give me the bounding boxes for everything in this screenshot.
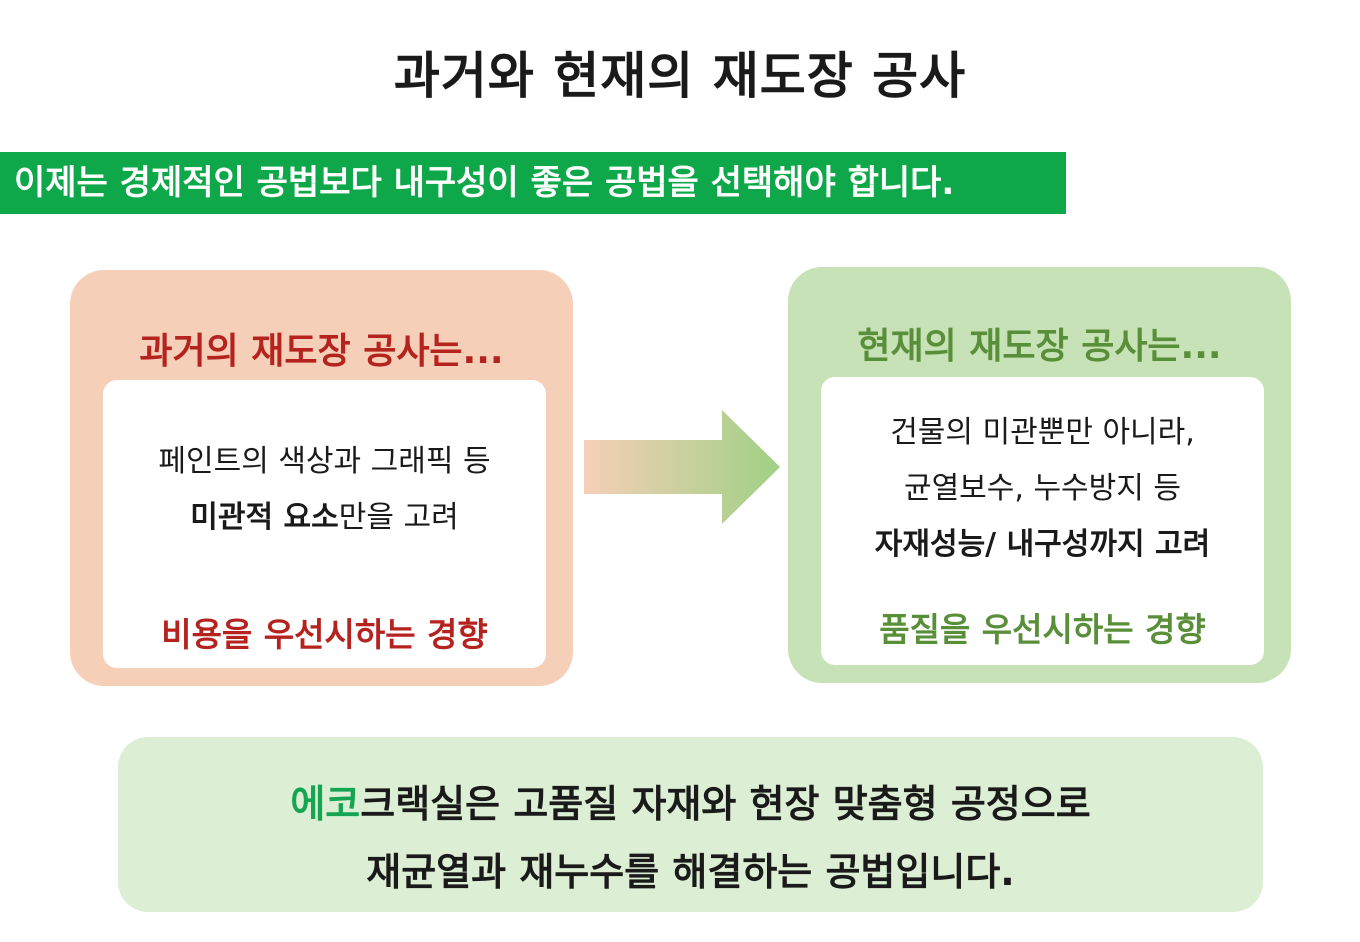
summary-box: 에코크랙실은 고품질 자재와 현장 맞춤형 공정으로 재균열과 재누수를 해결하… (118, 737, 1263, 912)
right-arrow-icon (584, 410, 780, 524)
past-tendency: 비용을 우선시하는 경향 (161, 615, 488, 654)
past-line-2: 미관적 요소만을 고려 (103, 492, 546, 536)
past-line-1: 페인트의 색상과 그래픽 등 (158, 444, 491, 479)
present-heading: 현재의 재도장 공사는... (857, 326, 1222, 367)
past-line-2-emphasis: 미관적 요소 (190, 500, 339, 535)
present-line-3: 자재성능/ 내구성까지 고려 (874, 527, 1211, 562)
summary-line-1: 에코크랙실은 고품질 자재와 현장 맞춤형 공정으로 (118, 773, 1263, 828)
past-panel: 과거의 재도장 공사는... 페인트의 색상과 그래픽 등 미관적 요소만을 고… (70, 270, 573, 686)
past-heading: 과거의 재도장 공사는... (139, 331, 504, 372)
present-line-2: 균열보수, 누수방지 등 (903, 471, 1181, 506)
headline-banner: 이제는 경제적인 공법보다 내구성이 좋은 공법을 선택해야 합니다. (0, 152, 1066, 214)
past-content-box: 페인트의 색상과 그래픽 등 미관적 요소만을 고려 비용을 우선시하는 경향 (103, 380, 546, 668)
past-line-2-rest: 만을 고려 (338, 500, 459, 535)
present-line-1: 건물의 미관뿐만 아니라, (890, 415, 1195, 450)
present-panel: 현재의 재도장 공사는... 건물의 미관뿐만 아니라, 균열보수, 누수방지 … (788, 267, 1291, 683)
summary-line-2: 재균열과 재누수를 해결하는 공법입니다. (366, 850, 1015, 894)
page-title: 과거와 현재의 재도장 공사 (393, 47, 967, 105)
present-content-box: 건물의 미관뿐만 아니라, 균열보수, 누수방지 등 자재성능/ 내구성까지 고… (821, 377, 1264, 665)
brand-accent: 에코 (290, 782, 361, 826)
present-tendency: 품질을 우선시하는 경향 (879, 610, 1206, 649)
summary-line-1-rest: 크랙실은 고품질 자재와 현장 맞춤형 공정으로 (360, 782, 1091, 826)
